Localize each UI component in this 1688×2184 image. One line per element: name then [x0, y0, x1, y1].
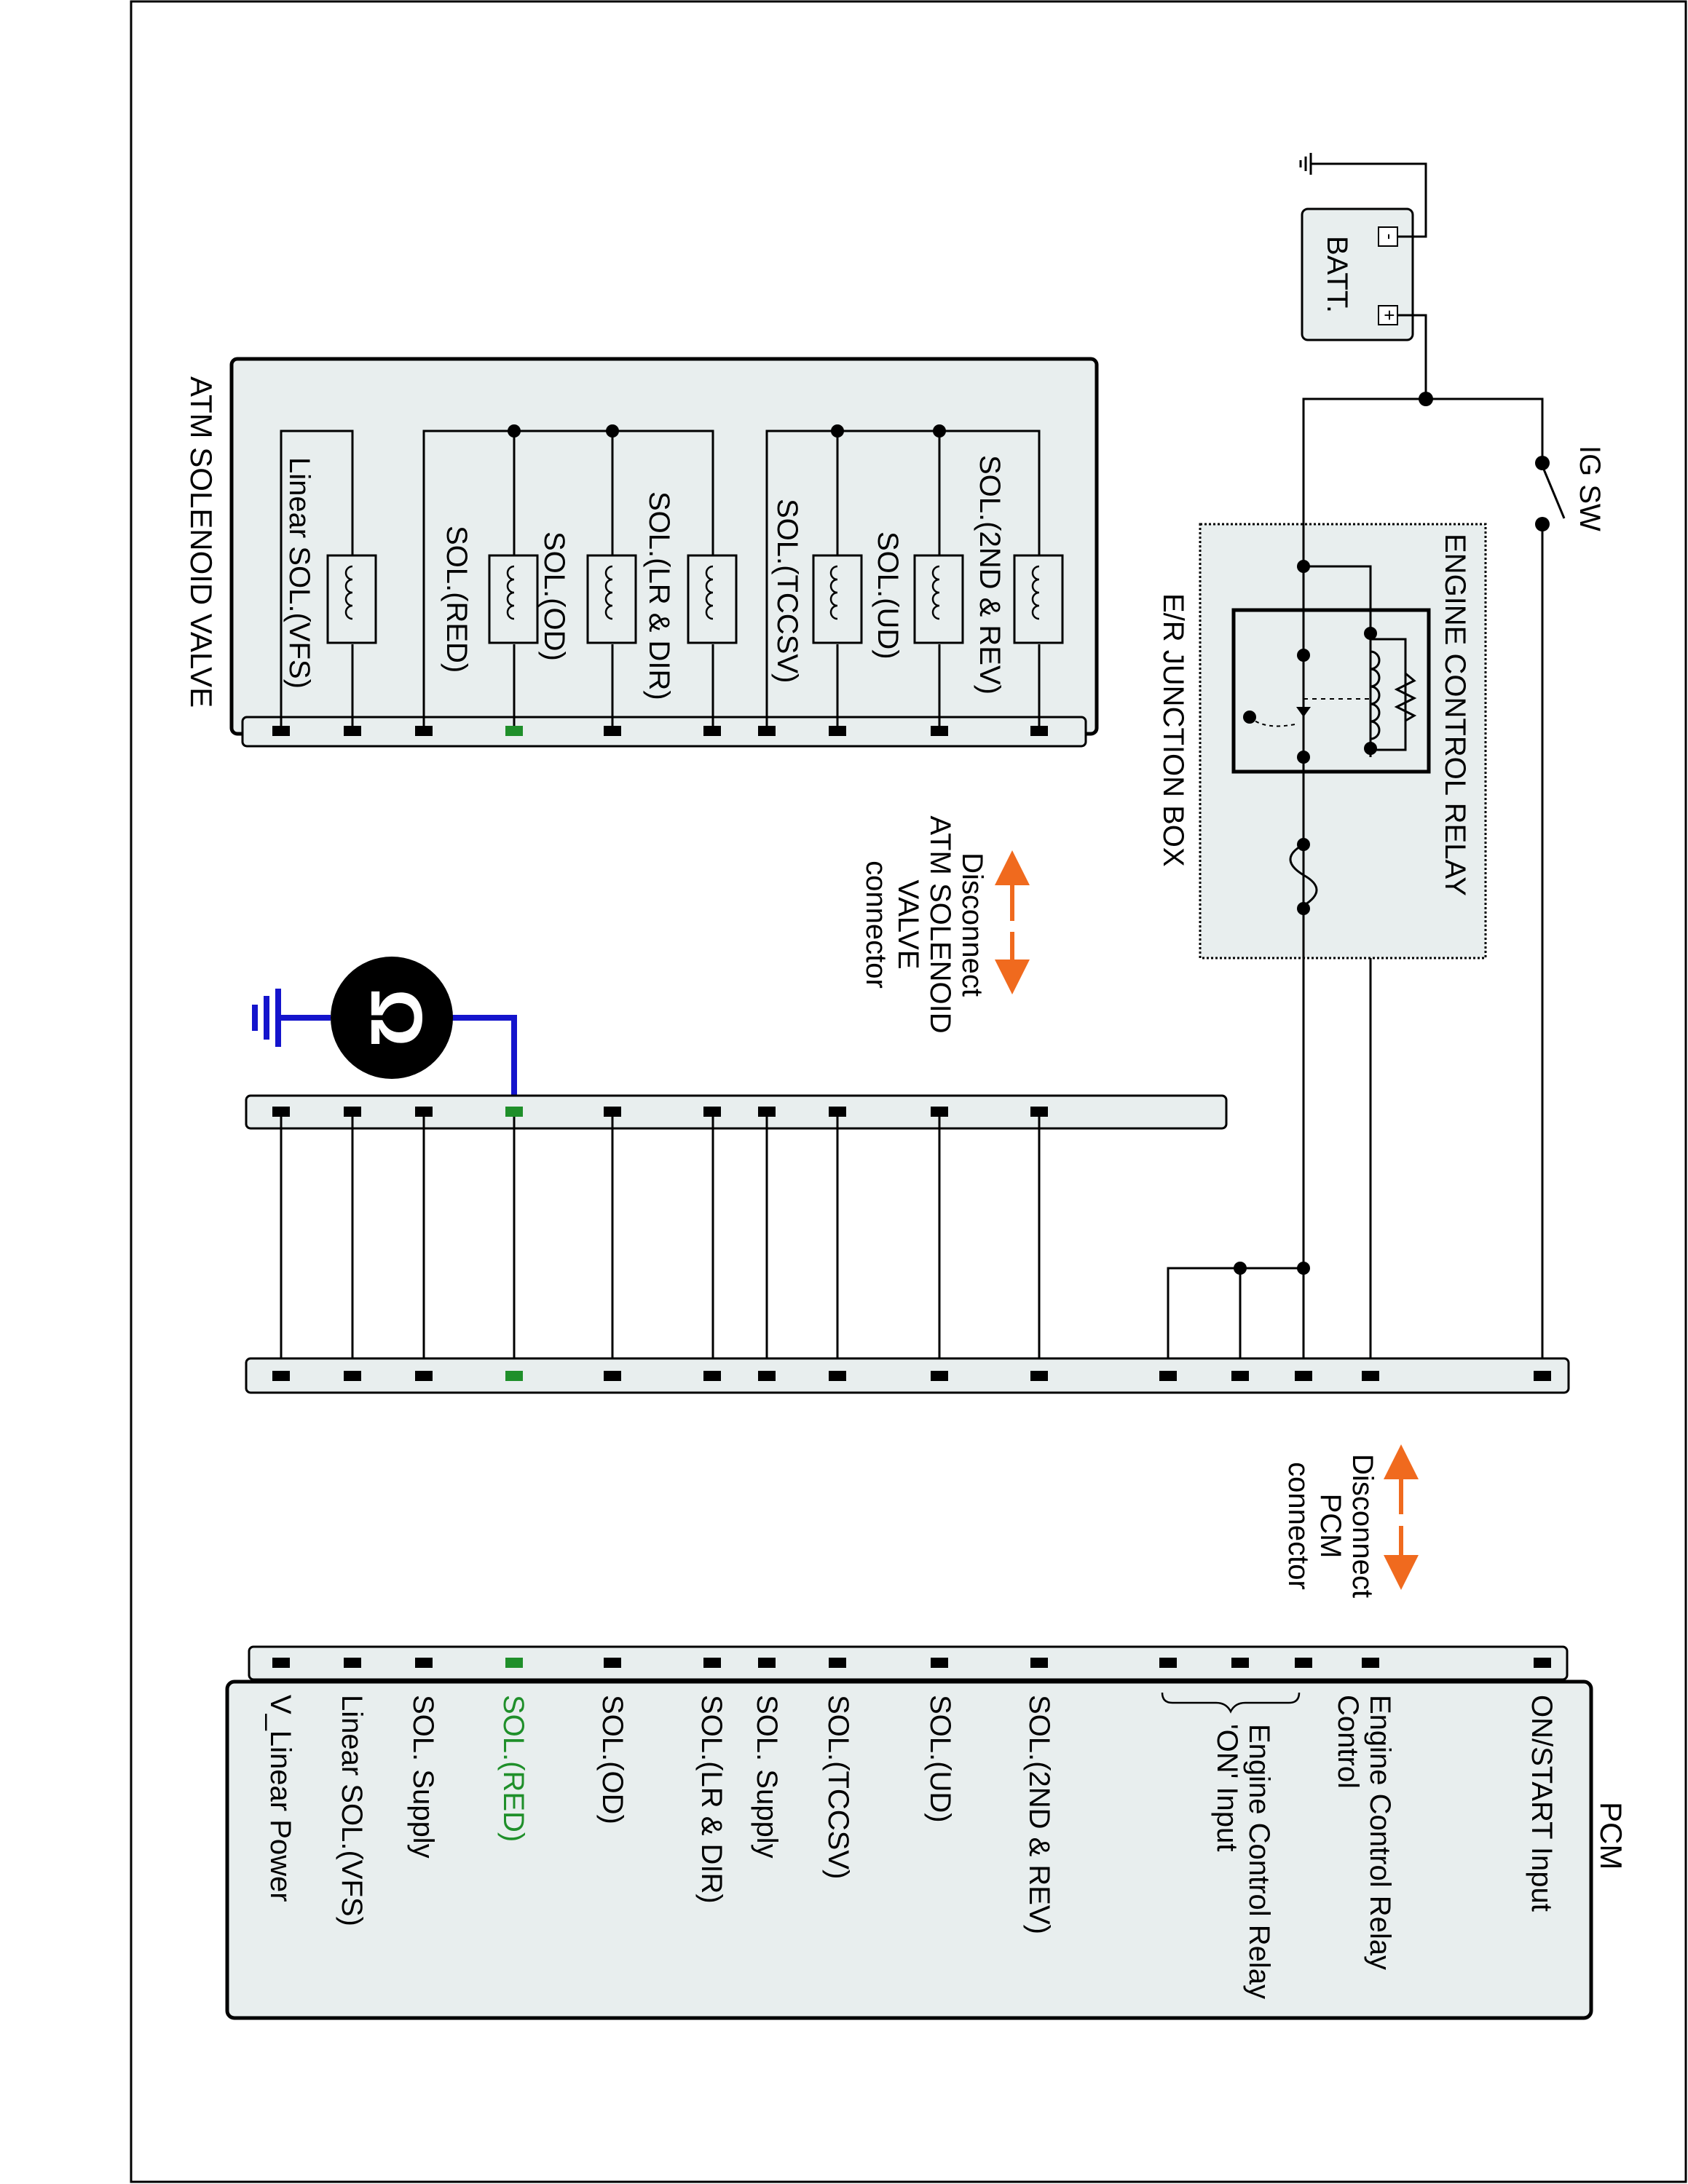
- disconnect-pcm-line3: connector: [1282, 1462, 1314, 1590]
- sol-label-red: SOL.(RED): [441, 526, 473, 673]
- ground-icon: [252, 989, 281, 1047]
- er-junction-box-title: E/R JUNCTION BOX: [1157, 593, 1189, 867]
- disconnect-atm-note: Disconnect ATM SOLENOID VALVE connector: [860, 815, 1030, 1034]
- atm-valve-pin-red: [505, 726, 523, 736]
- disconnect-pcm-line1: Disconnect: [1346, 1454, 1379, 1598]
- pcm-pin-v-linear-power: V_Linear Power: [264, 1695, 296, 1902]
- sol-label-2nd-rev: SOL.(2ND & REV): [974, 455, 1006, 695]
- battery: - + BATT.: [1299, 153, 1544, 463]
- pcm-pin-ecr-control-2: Control: [1332, 1695, 1364, 1789]
- pcm-title: PCM: [1594, 1802, 1628, 1870]
- coil-od: [586, 554, 637, 644]
- pcm-on-input-bracket: [1161, 1692, 1301, 1714]
- engine-control-relay-title: ENGINE CONTROL RELAY: [1439, 534, 1471, 896]
- disconnect-pcm-line2: PCM: [1314, 1494, 1346, 1559]
- pcm: PCM ON/START Input Engine Control Relay …: [225, 1645, 1628, 2020]
- atm-valve-pins: [272, 726, 1048, 736]
- pcm-pin-sol-od: SOL.(OD): [596, 1695, 628, 1824]
- pcm-pin-sol-supply-1: SOL. Supply: [751, 1695, 783, 1859]
- harness-connector-valve-side: [245, 1094, 1228, 1130]
- pcm-pin-sol-lr-dir: SOL.(LR & DIR): [695, 1695, 727, 1904]
- sol-label-od: SOL.(OD): [538, 531, 570, 661]
- disconnect-atm-line2: ATM SOLENOID: [924, 815, 956, 1033]
- coil-lr: [687, 554, 738, 644]
- pcm-pin-ecr-control-1: Engine Control Relay: [1364, 1695, 1396, 1970]
- battery-plus: +: [1379, 309, 1400, 320]
- pcm-box: [225, 1679, 1593, 2020]
- pcm-pin-on-start: ON/START Input: [1526, 1695, 1558, 1912]
- battery-ground-icon: [1299, 153, 1312, 175]
- coil-tccsv: [812, 554, 863, 644]
- pcm-pin-sol-2nd-rev: SOL.(2ND & REV): [1023, 1695, 1055, 1934]
- pcm-pin-sol-supply-2: SOL. Supply: [407, 1695, 439, 1859]
- pcm-pin-sol-red: SOL.(RED): [497, 1695, 529, 1842]
- battery-label: BATT.: [1321, 236, 1353, 313]
- er-junction-box: ENGINE CONTROL RELAY E/R JUNCTION BOX: [1157, 397, 1487, 1268]
- ig-sw-label: IG SW: [1574, 446, 1606, 531]
- pcm-pin-sol-tccsv: SOL.(TCCSV): [822, 1695, 854, 1879]
- harness-wires: [280, 524, 1544, 1373]
- pcm-pin-sol-ud: SOL.(UD): [924, 1695, 956, 1823]
- pcm-connector-strip: [248, 1645, 1569, 1681]
- coil-red: [488, 554, 539, 644]
- engine-control-relay-box: [1231, 608, 1431, 774]
- disconnect-atm-line3: VALVE: [892, 879, 924, 969]
- coil-vfs: [326, 554, 377, 644]
- coil-ud: [913, 554, 964, 644]
- disconnect-pcm-note: Disconnect PCM connector: [1282, 1444, 1419, 1598]
- pcm-pin-linear-sol-vfs: Linear SOL.(VFS): [336, 1695, 368, 1926]
- sol-label-vfs: Linear SOL.(VFS): [283, 457, 315, 689]
- battery-minus: -: [1379, 234, 1401, 240]
- atm-solenoid-valve: SOL.(2ND & REV) SOL.(UD) SOL.(TCCSV) SOL…: [184, 357, 1099, 748]
- ignition-switch: IG SW: [1535, 446, 1606, 531]
- atm-solenoid-valve-title: ATM SOLENOID VALVE: [184, 376, 218, 708]
- coil-2nd: [1013, 554, 1064, 644]
- page-frame: [130, 0, 1687, 2183]
- harness-connector-pcm-side: [245, 1357, 1570, 1394]
- disconnect-atm-line1: Disconnect: [956, 852, 988, 997]
- disconnect-atm-line4: connector: [860, 860, 892, 989]
- pcm-pin-ecr-on-1: Engine Control Relay: [1243, 1724, 1275, 1999]
- sol-label-tccsv: SOL.(TCCSV): [771, 499, 803, 683]
- ohm-symbol: Ω: [355, 989, 437, 1047]
- sol-label-ud: SOL.(UD): [872, 531, 904, 660]
- atm-valve-connector-strip: [241, 716, 1087, 748]
- pcm-pin-ecr-on-2: 'ON' Input: [1211, 1724, 1243, 1851]
- sol-label-lr-dir: SOL.(LR & DIR): [643, 491, 675, 700]
- ohmmeter: Ω: [252, 957, 517, 1112]
